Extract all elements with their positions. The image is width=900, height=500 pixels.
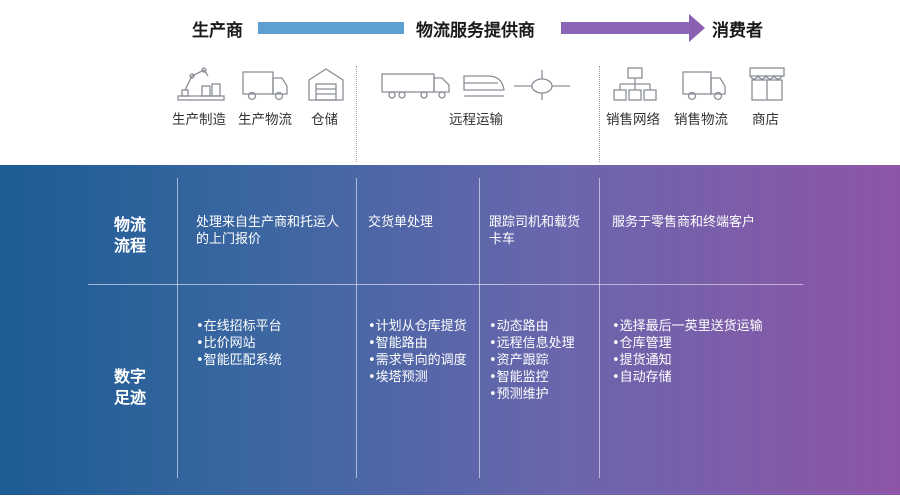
producer-label: 生产商	[192, 21, 243, 41]
row-label-process: 物流 流程	[113, 215, 146, 255]
store-icon	[748, 66, 786, 102]
list-item: 仓库管理	[612, 335, 792, 352]
digital-cell-2: 计划从仓库提货 智能路由 需求导向的调度 埃塔预测	[368, 318, 478, 386]
warehouse-icon	[306, 66, 346, 102]
caption-sales-network: 销售网络	[606, 112, 660, 128]
list-item: 埃塔预测	[368, 369, 478, 386]
process-cell-2: 交货单处理	[368, 215, 434, 230]
process-cell-4: 服务于零售商和终端客户	[612, 215, 756, 230]
caption-sales-logistics: 销售物流	[674, 112, 728, 128]
grid-hline	[88, 284, 803, 285]
grid-vline-2	[356, 178, 357, 478]
process-cell-1: 处理来自生产商和托运人的上门报价	[196, 215, 340, 247]
robot-arm-icon	[176, 66, 226, 102]
delivery-truck-icon	[240, 66, 290, 102]
list-item: 比价网站	[196, 335, 346, 352]
grid-vline-1	[177, 178, 178, 478]
consumer-label: 消费者	[712, 21, 763, 41]
caption-long-haul: 远程运输	[449, 112, 503, 128]
list-item: 需求导向的调度	[368, 352, 478, 369]
sales-network-icon	[612, 66, 658, 102]
list-item: 智能路由	[368, 335, 478, 352]
divider-top-1	[356, 66, 357, 162]
caption-store: 商店	[752, 112, 779, 128]
list-item: 提货通知	[612, 352, 792, 369]
list-item: 资产跟踪	[489, 352, 597, 369]
list-item: 远程信息处理	[489, 335, 597, 352]
list-item: 智能监控	[489, 369, 597, 386]
digital-cell-3: 动态路由 远程信息处理 资产跟踪 智能监控 预测维护	[489, 318, 597, 403]
flow-arrow-head-icon	[689, 14, 705, 42]
grid-vline-4	[599, 178, 600, 478]
process-cell-3: 跟踪司机和载货卡车	[489, 215, 581, 247]
digital-cell-4: 选择最后一英里送货运输 仓库管理 提货通知 自动存储	[612, 318, 792, 386]
list-item: 动态路由	[489, 318, 597, 335]
flow-bar-purple	[561, 22, 691, 34]
list-item: 智能匹配系统	[196, 352, 346, 369]
grid-vline-3	[479, 178, 480, 478]
list-item: 选择最后一英里送货运输	[612, 318, 792, 335]
list-item: 计划从仓库提货	[368, 318, 478, 335]
digital-cell-1: 在线招标平台 比价网站 智能匹配系统	[196, 318, 346, 369]
flow-bar-blue	[258, 22, 404, 34]
list-item: 预测维护	[489, 386, 597, 403]
divider-top-2	[599, 66, 600, 162]
provider-label: 物流服务提供商	[416, 21, 535, 41]
list-item: 在线招标平台	[196, 318, 346, 335]
train-icon	[462, 66, 506, 102]
caption-manufacturing: 生产制造	[172, 112, 226, 128]
row-label-digital: 数字 足迹	[113, 367, 146, 407]
list-item: 自动存储	[612, 369, 792, 386]
van-icon	[680, 66, 728, 102]
caption-warehousing: 仓储	[311, 112, 338, 128]
freight-truck-icon	[380, 66, 452, 102]
caption-production-logistics: 生产物流	[238, 112, 292, 128]
airplane-icon	[512, 66, 572, 102]
